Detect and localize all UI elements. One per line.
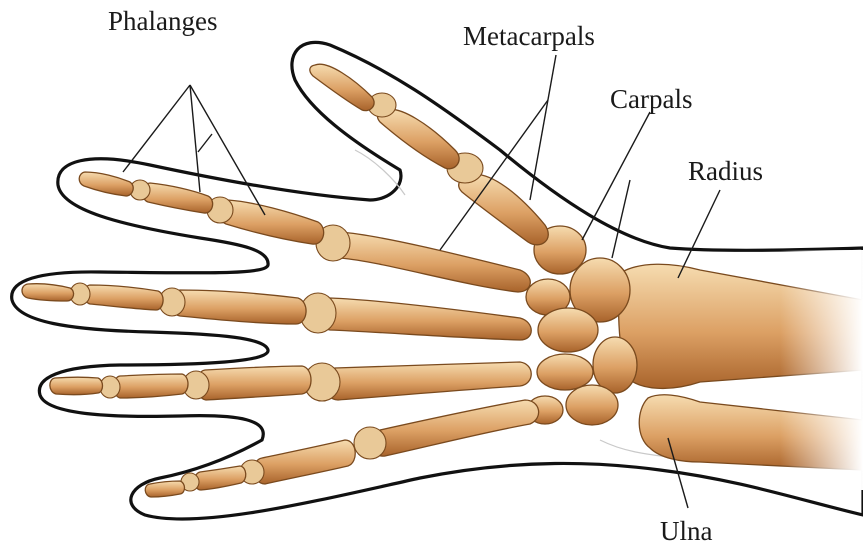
label-phalanges: Phalanges bbox=[108, 6, 217, 36]
label-radius: Radius bbox=[688, 156, 763, 186]
label-carpals: Carpals bbox=[610, 84, 692, 114]
label-ulna: Ulna bbox=[660, 516, 713, 546]
forearm-fade bbox=[780, 250, 863, 490]
label-metacarpals: Metacarpals bbox=[463, 21, 595, 51]
